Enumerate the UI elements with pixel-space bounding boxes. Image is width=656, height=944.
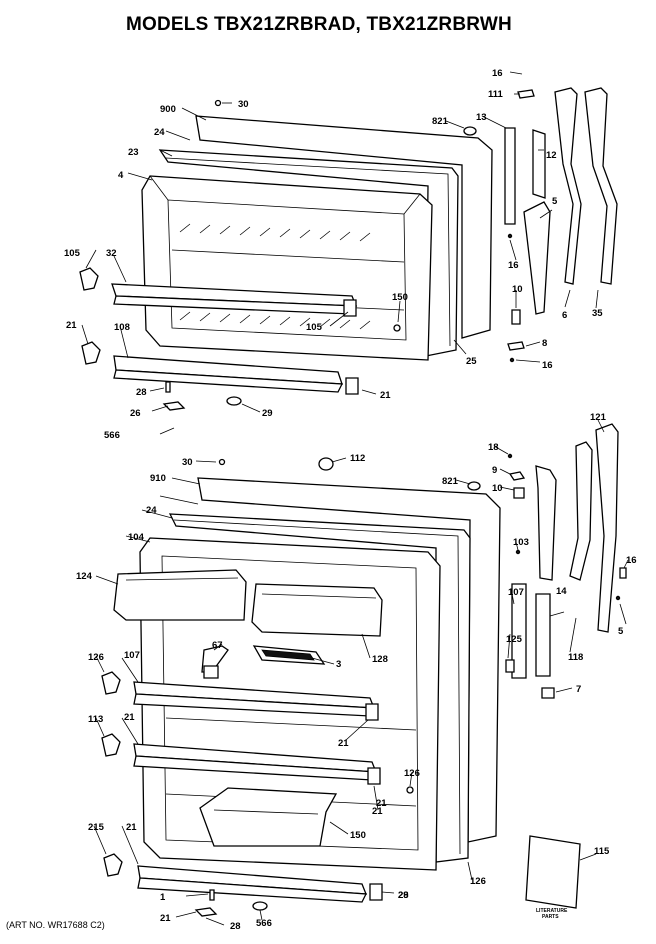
- freezer-part-label-10: 5: [552, 196, 558, 207]
- fresh-food-part-label-15: 5: [618, 626, 624, 637]
- fresh-food-part-label-33: 126: [470, 876, 486, 887]
- fresh-food-part-label-24: 21: [124, 712, 135, 723]
- freezer-part-label-23: 16: [542, 360, 553, 371]
- fresh-food-part-label-35: 1: [160, 892, 166, 903]
- fresh-food-part-label-31: 215: [88, 822, 105, 833]
- freezer-part-label-16: 35: [592, 308, 603, 319]
- fresh-food-part-label-2: 112: [350, 453, 365, 464]
- fresh-food-part-label-0: 121: [590, 412, 607, 423]
- freezer-part-label-24: 28: [136, 387, 147, 398]
- freezer-part-label-13: 32: [106, 248, 117, 259]
- fresh-food-part-label-32: 21: [126, 822, 137, 833]
- freezer-part-label-15: 6: [562, 310, 567, 321]
- fresh-food-part-label-10: 103: [513, 537, 529, 548]
- fresh-food-part-label-11: 16: [626, 555, 637, 566]
- fresh-food-part-label-40: 29: [398, 890, 409, 901]
- freezer-part-label-27: 29: [262, 408, 273, 419]
- freezer-part-label-11: 16: [508, 260, 519, 271]
- fresh-food-part-label-38: 28: [230, 921, 241, 932]
- fresh-food-part-label-16: 125: [506, 634, 523, 645]
- fresh-food-part-label-37: 21: [160, 913, 171, 924]
- fresh-food-part-label-14: 14: [556, 586, 567, 597]
- freezer-part-label-4: 900: [160, 104, 176, 115]
- fresh-food-part-label-13: 107: [508, 587, 524, 598]
- literature-label-line1: LITERATURE: [536, 908, 568, 914]
- fresh-food-part-label-8: 24: [146, 505, 157, 516]
- fresh-food-part-label-1: 18: [488, 442, 499, 453]
- freezer-part-label-17: 150: [392, 292, 408, 303]
- fresh-food-part-label-18: 3: [336, 659, 341, 670]
- freezer-part-label-8: 23: [128, 147, 139, 158]
- freezer-part-label-19: 8: [542, 338, 547, 349]
- fresh-food-leader-lines: [93, 419, 629, 926]
- freezer-part-label-18: 105: [306, 322, 323, 333]
- freezer-part-label-3: 12: [546, 150, 557, 161]
- art-number: (ART NO. WR17688 C2): [6, 920, 105, 930]
- fresh-food-part-label-25: 113: [88, 714, 103, 725]
- fresh-food-part-label-22: 7: [576, 684, 581, 695]
- freezer-door-assembly: [79, 87, 618, 411]
- fresh-food-part-label-4: 9: [492, 465, 497, 476]
- freezer-part-label-5: 30: [238, 99, 249, 110]
- freezer-part-label-28: 566: [104, 430, 120, 441]
- freezer-part-label-26: 26: [130, 408, 141, 419]
- freezer-part-label-1: 111: [488, 89, 504, 100]
- fresh-food-part-label-29: 150: [350, 830, 366, 841]
- diagram-title: MODELS TBX21ZRBRAD, TBX21ZRBRWH: [126, 14, 512, 35]
- freezer-part-label-0: 16: [492, 68, 503, 79]
- freezer-part-label-7: 24: [154, 127, 165, 138]
- fresh-food-part-label-9: 104: [128, 532, 145, 543]
- fresh-food-part-label-7: 10: [492, 483, 503, 494]
- fresh-food-door-assembly: [101, 423, 627, 917]
- fresh-food-part-label-28: 21: [372, 806, 383, 817]
- freezer-part-label-14: 10: [512, 284, 523, 295]
- freezer-part-label-9: 4: [118, 170, 124, 181]
- fresh-food-part-label-5: 910: [150, 473, 166, 484]
- fresh-food-part-label-19: 128: [372, 654, 388, 665]
- fresh-food-part-label-27: 126: [404, 768, 420, 779]
- freezer-part-label-21: 108: [114, 322, 130, 333]
- freezer-part-label-20: 21: [66, 320, 77, 331]
- freezer-part-label-25: 21: [380, 390, 391, 401]
- literature-label-line2: PARTS: [542, 914, 559, 920]
- fresh-food-part-label-36: 28: [398, 890, 409, 901]
- freezer-leader-lines: [81, 71, 599, 435]
- fresh-food-part-label-6: 821: [442, 476, 459, 487]
- fresh-food-part-label-20: 118: [568, 652, 583, 663]
- fresh-food-part-label-26: 21: [338, 738, 349, 749]
- fresh-food-part-label-12: 124: [76, 571, 93, 582]
- freezer-part-label-6: 821: [432, 116, 449, 127]
- fresh-food-part-label-21: 107: [124, 650, 140, 661]
- fresh-food-part-label-39: 566: [256, 918, 272, 929]
- fresh-food-part-label-17: 67: [212, 640, 223, 651]
- fresh-food-part-label-3: 30: [182, 457, 193, 468]
- freezer-part-label-22: 25: [466, 356, 477, 367]
- fresh-food-part-label-34: 115: [594, 846, 610, 857]
- freezer-part-label-2: 13: [476, 112, 487, 123]
- freezer-part-label-12: 105: [64, 248, 81, 259]
- fresh-food-part-label-23: 126: [88, 652, 104, 663]
- fresh-food-part-label-30: 21: [376, 798, 387, 809]
